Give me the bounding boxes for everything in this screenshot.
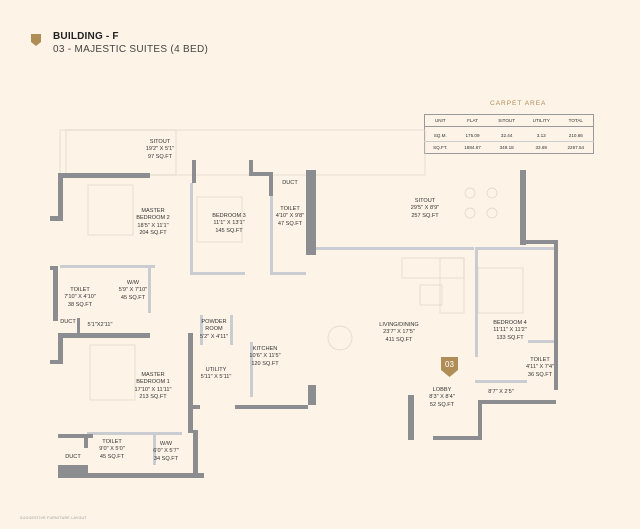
room-label-duct-left: DUCT	[60, 319, 76, 325]
unit-badge-number: 03	[445, 360, 454, 369]
cell: 1884.67	[464, 145, 481, 150]
cell: 175.09	[465, 133, 480, 138]
cell: SQ.M.	[433, 133, 447, 138]
cell: 210.66	[568, 133, 583, 138]
col-header: UNIT	[434, 118, 446, 123]
cell: SQ.FT.	[433, 145, 448, 150]
cell: 3.13	[536, 133, 546, 138]
cell: 2267.54	[567, 145, 585, 150]
room-label-passage: 5'1"X2'11"	[87, 322, 113, 328]
table-row: SQ.FT. 1884.67 349.18 33.69 2267.54	[424, 141, 594, 154]
cell: 32.44	[500, 133, 513, 138]
room-label-store: 8'7" X 2'5"	[488, 389, 514, 395]
building-title: BUILDING - F	[53, 31, 119, 42]
carpet-area-table: UNIT FLAT SITOUT UTILITY TOTAL SQ.M. 175…	[424, 114, 594, 154]
unit-subtitle: 03 - MAJESTIC SUITES (4 BED)	[53, 44, 209, 55]
col-header: FLAT	[467, 118, 478, 123]
carpet-area-title: CARPET AREA	[490, 100, 547, 107]
dark-walls	[50, 160, 558, 478]
cell: 33.69	[535, 145, 547, 150]
shield-icon	[31, 34, 41, 46]
room-label-duct-top: DUCT	[282, 180, 298, 186]
furniture-outlines	[59, 129, 524, 401]
col-header: UTILITY	[532, 118, 550, 123]
col-header: SITOUT	[498, 118, 516, 123]
footnote: SUGGESTIVE FURNITURE LAYOUT	[20, 516, 87, 520]
col-header: TOTAL	[568, 118, 583, 123]
light-walls	[60, 183, 558, 465]
table-row: SQ.M. 175.09 32.44 3.13 210.66	[425, 127, 594, 142]
room-label-duct-bottom: DUCT	[65, 454, 81, 460]
cell: 349.18	[499, 145, 514, 150]
unit-badge: 03	[441, 357, 458, 377]
badge-shield-icon	[441, 357, 458, 377]
